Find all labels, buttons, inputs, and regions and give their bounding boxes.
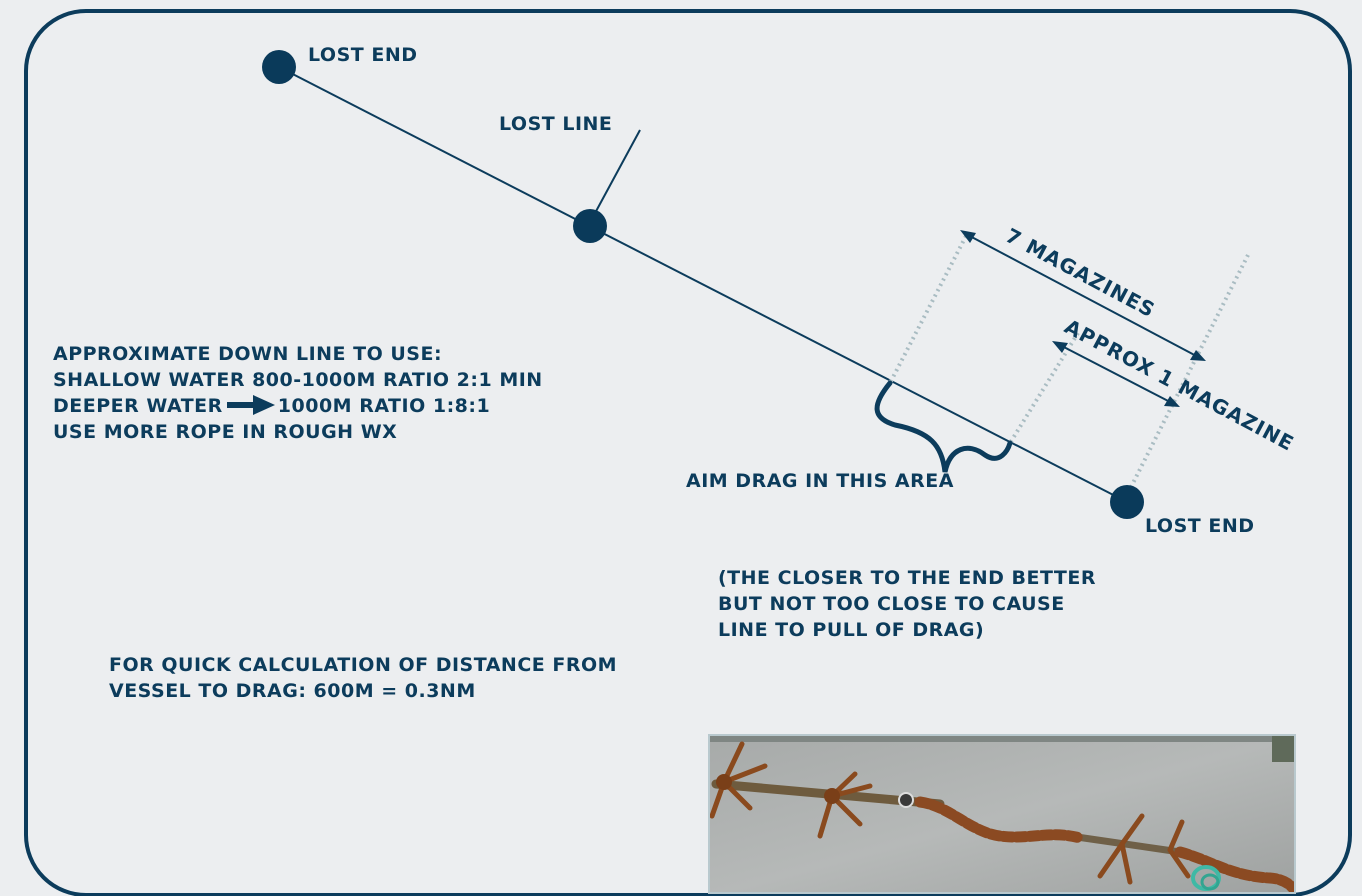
deeper-water-text: DEEPER WATER — [53, 395, 223, 417]
closer-note-line-2: BUT NOT TOO CLOSE TO CAUSE — [718, 591, 1096, 617]
aim-area-brace — [877, 383, 1010, 472]
dashed-guide-1 — [890, 236, 966, 383]
quick-calc-line-2: VESSEL TO DRAG: 600M = 0.3NM — [109, 678, 617, 704]
deeper-water-ratio: 1000M RATIO 1:8:1 — [278, 395, 490, 417]
lost-end-label-bottom: LOST END — [1145, 513, 1255, 539]
approx-one-magazine-label: APPROX 1 MAGAZINE — [1061, 314, 1299, 456]
closer-note: (THE CLOSER TO THE END BETTER BUT NOT TO… — [718, 565, 1096, 643]
shallow-water-text: SHALLOW WATER 800-1000M RATIO 2:1 MIN — [53, 367, 543, 393]
lost-end-marker-bottom — [1110, 485, 1144, 519]
aim-drag-label: AIM DRAG IN THIS AREA — [686, 468, 954, 494]
lost-end-marker-top — [262, 50, 296, 84]
deeper-water-row: DEEPER WATER 1000M RATIO 1:8:1 — [53, 393, 543, 419]
closer-note-line-1: (THE CLOSER TO THE END BETTER — [718, 565, 1096, 591]
drag-chain-photo — [708, 734, 1296, 894]
arrowhead-left-2 — [1052, 341, 1068, 353]
lost-line-label: LOST LINE — [499, 111, 612, 137]
closer-note-line-3: LINE TO PULL OF DRAG) — [718, 617, 1096, 643]
rough-wx-text: USE MORE ROPE IN ROUGH WX — [53, 419, 543, 445]
lost-line-pointer — [594, 130, 640, 215]
lost-end-label-top: LOST END — [308, 42, 418, 68]
seven-magazines-label: 7 MAGAZINES — [1002, 223, 1160, 322]
down-line-instructions: APPROXIMATE DOWN LINE TO USE: SHALLOW WA… — [53, 341, 543, 445]
lost-line-marker — [573, 209, 607, 243]
arrowhead-right-2 — [1164, 396, 1180, 407]
down-line-heading: APPROXIMATE DOWN LINE TO USE: — [53, 341, 543, 367]
quick-calc-note: FOR QUICK CALCULATION OF DISTANCE FROM V… — [109, 652, 617, 704]
quick-calc-line-1: FOR QUICK CALCULATION OF DISTANCE FROM — [109, 652, 617, 678]
right-arrow-icon — [227, 395, 277, 415]
drag-chain-illustration — [710, 736, 1296, 894]
